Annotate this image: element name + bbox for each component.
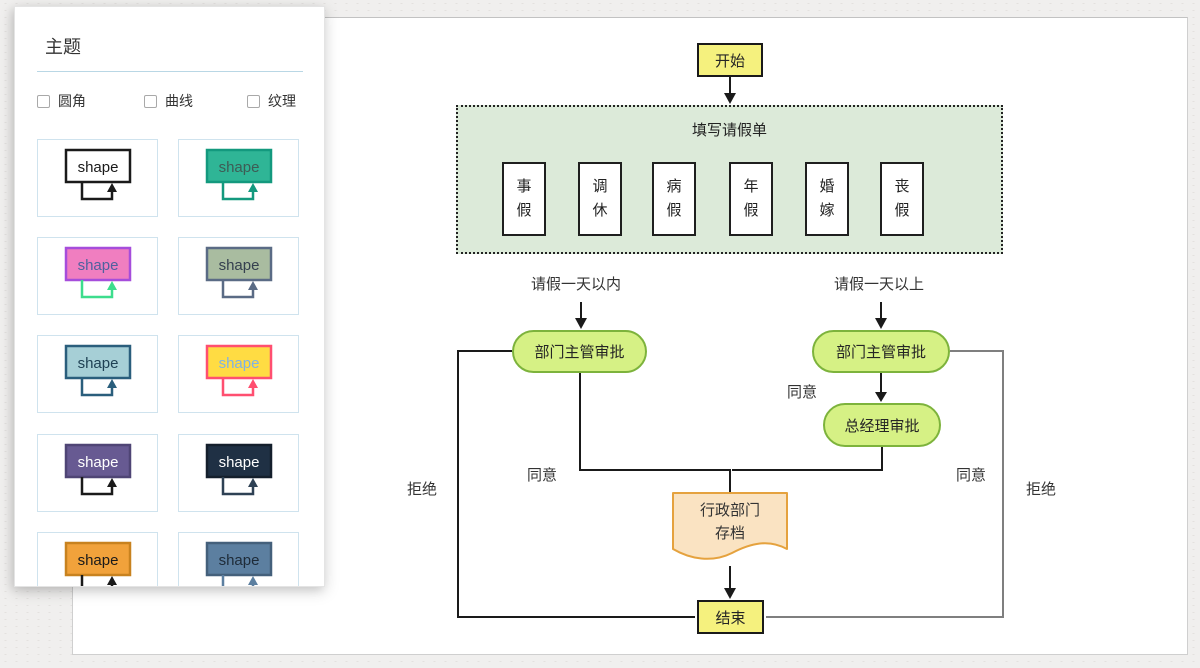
svg-text:shape: shape (218, 159, 259, 176)
checkbox-curved-lines[interactable]: 曲线 (144, 91, 193, 111)
checkbox-icon[interactable] (144, 94, 157, 108)
reject-label-left[interactable]: 拒绝 (406, 481, 437, 498)
agree-label-right[interactable]: 同意 (955, 467, 986, 484)
checkbox-icon[interactable] (37, 94, 50, 108)
leave-type-node[interactable]: 婚嫁 (805, 162, 849, 236)
theme-tile-purple[interactable]: shape (37, 434, 158, 512)
theme-tile-sage-green[interactable]: shape (178, 237, 299, 315)
theme-tile-default-white[interactable]: shape (37, 139, 158, 217)
checkbox-icon[interactable] (247, 94, 260, 108)
svg-text:shape: shape (77, 454, 118, 471)
theme-tile-light-blue[interactable]: shape (37, 335, 158, 413)
group-title: 填写请假单 (691, 122, 767, 139)
theme-panel: 主题 圆角 曲线 纹理 shape (14, 6, 325, 587)
branch-label-over-one-day[interactable]: 请假一天以上 (833, 276, 924, 293)
checkbox-texture[interactable]: 纹理 (247, 91, 296, 111)
theme-tile-pink-purple[interactable]: shape (37, 237, 158, 315)
svg-text:shape: shape (77, 552, 118, 569)
branch-label-within-one-day[interactable]: 请假一天以内 (530, 276, 621, 293)
archive-document-label: 行政部门 存档 (699, 502, 760, 542)
theme-options-row: 圆角 曲线 纹理 (15, 91, 324, 111)
svg-text:shape: shape (218, 552, 259, 569)
leave-type-node[interactable]: 病假 (652, 162, 696, 236)
svg-text:shape: shape (218, 355, 259, 372)
theme-panel-title: 主题 (45, 37, 81, 57)
leave-type-node[interactable]: 年假 (729, 162, 773, 236)
theme-tile-yellow-pink[interactable]: shape (178, 335, 299, 413)
theme-tile-steel-blue[interactable]: shape (178, 532, 299, 586)
reject-label-right[interactable]: 拒绝 (1025, 481, 1056, 498)
leave-type-node[interactable]: 事假 (502, 162, 546, 236)
svg-text:shape: shape (218, 257, 259, 274)
agree-label-left[interactable]: 同意 (526, 467, 557, 484)
leave-type-node[interactable]: 丧假 (880, 162, 924, 236)
dept-approval-right-node[interactable]: 部门主管审批 (812, 330, 950, 373)
end-node[interactable]: 结束 (697, 600, 764, 634)
svg-text:shape: shape (77, 159, 118, 176)
theme-tile-orange[interactable]: shape (37, 532, 158, 586)
panel-divider (37, 71, 303, 72)
svg-text:shape: shape (77, 257, 118, 274)
leave-type-node[interactable]: 调休 (578, 162, 622, 236)
gm-approval-node[interactable]: 总经理审批 (823, 403, 941, 447)
start-node[interactable]: 开始 (697, 43, 763, 77)
dept-approval-left-node[interactable]: 部门主管审批 (512, 330, 647, 373)
checkbox-rounded-corners[interactable]: 圆角 (37, 91, 86, 111)
agree-label-mid[interactable]: 同意 (786, 384, 817, 401)
theme-tile-teal[interactable]: shape (178, 139, 299, 217)
leave-form-group[interactable]: 填写请假单 事假 调休 病假 年假 婚嫁 丧假 (456, 105, 1003, 254)
theme-tile-dark-navy[interactable]: shape (178, 434, 299, 512)
svg-text:shape: shape (77, 355, 118, 372)
svg-text:shape: shape (218, 454, 259, 471)
